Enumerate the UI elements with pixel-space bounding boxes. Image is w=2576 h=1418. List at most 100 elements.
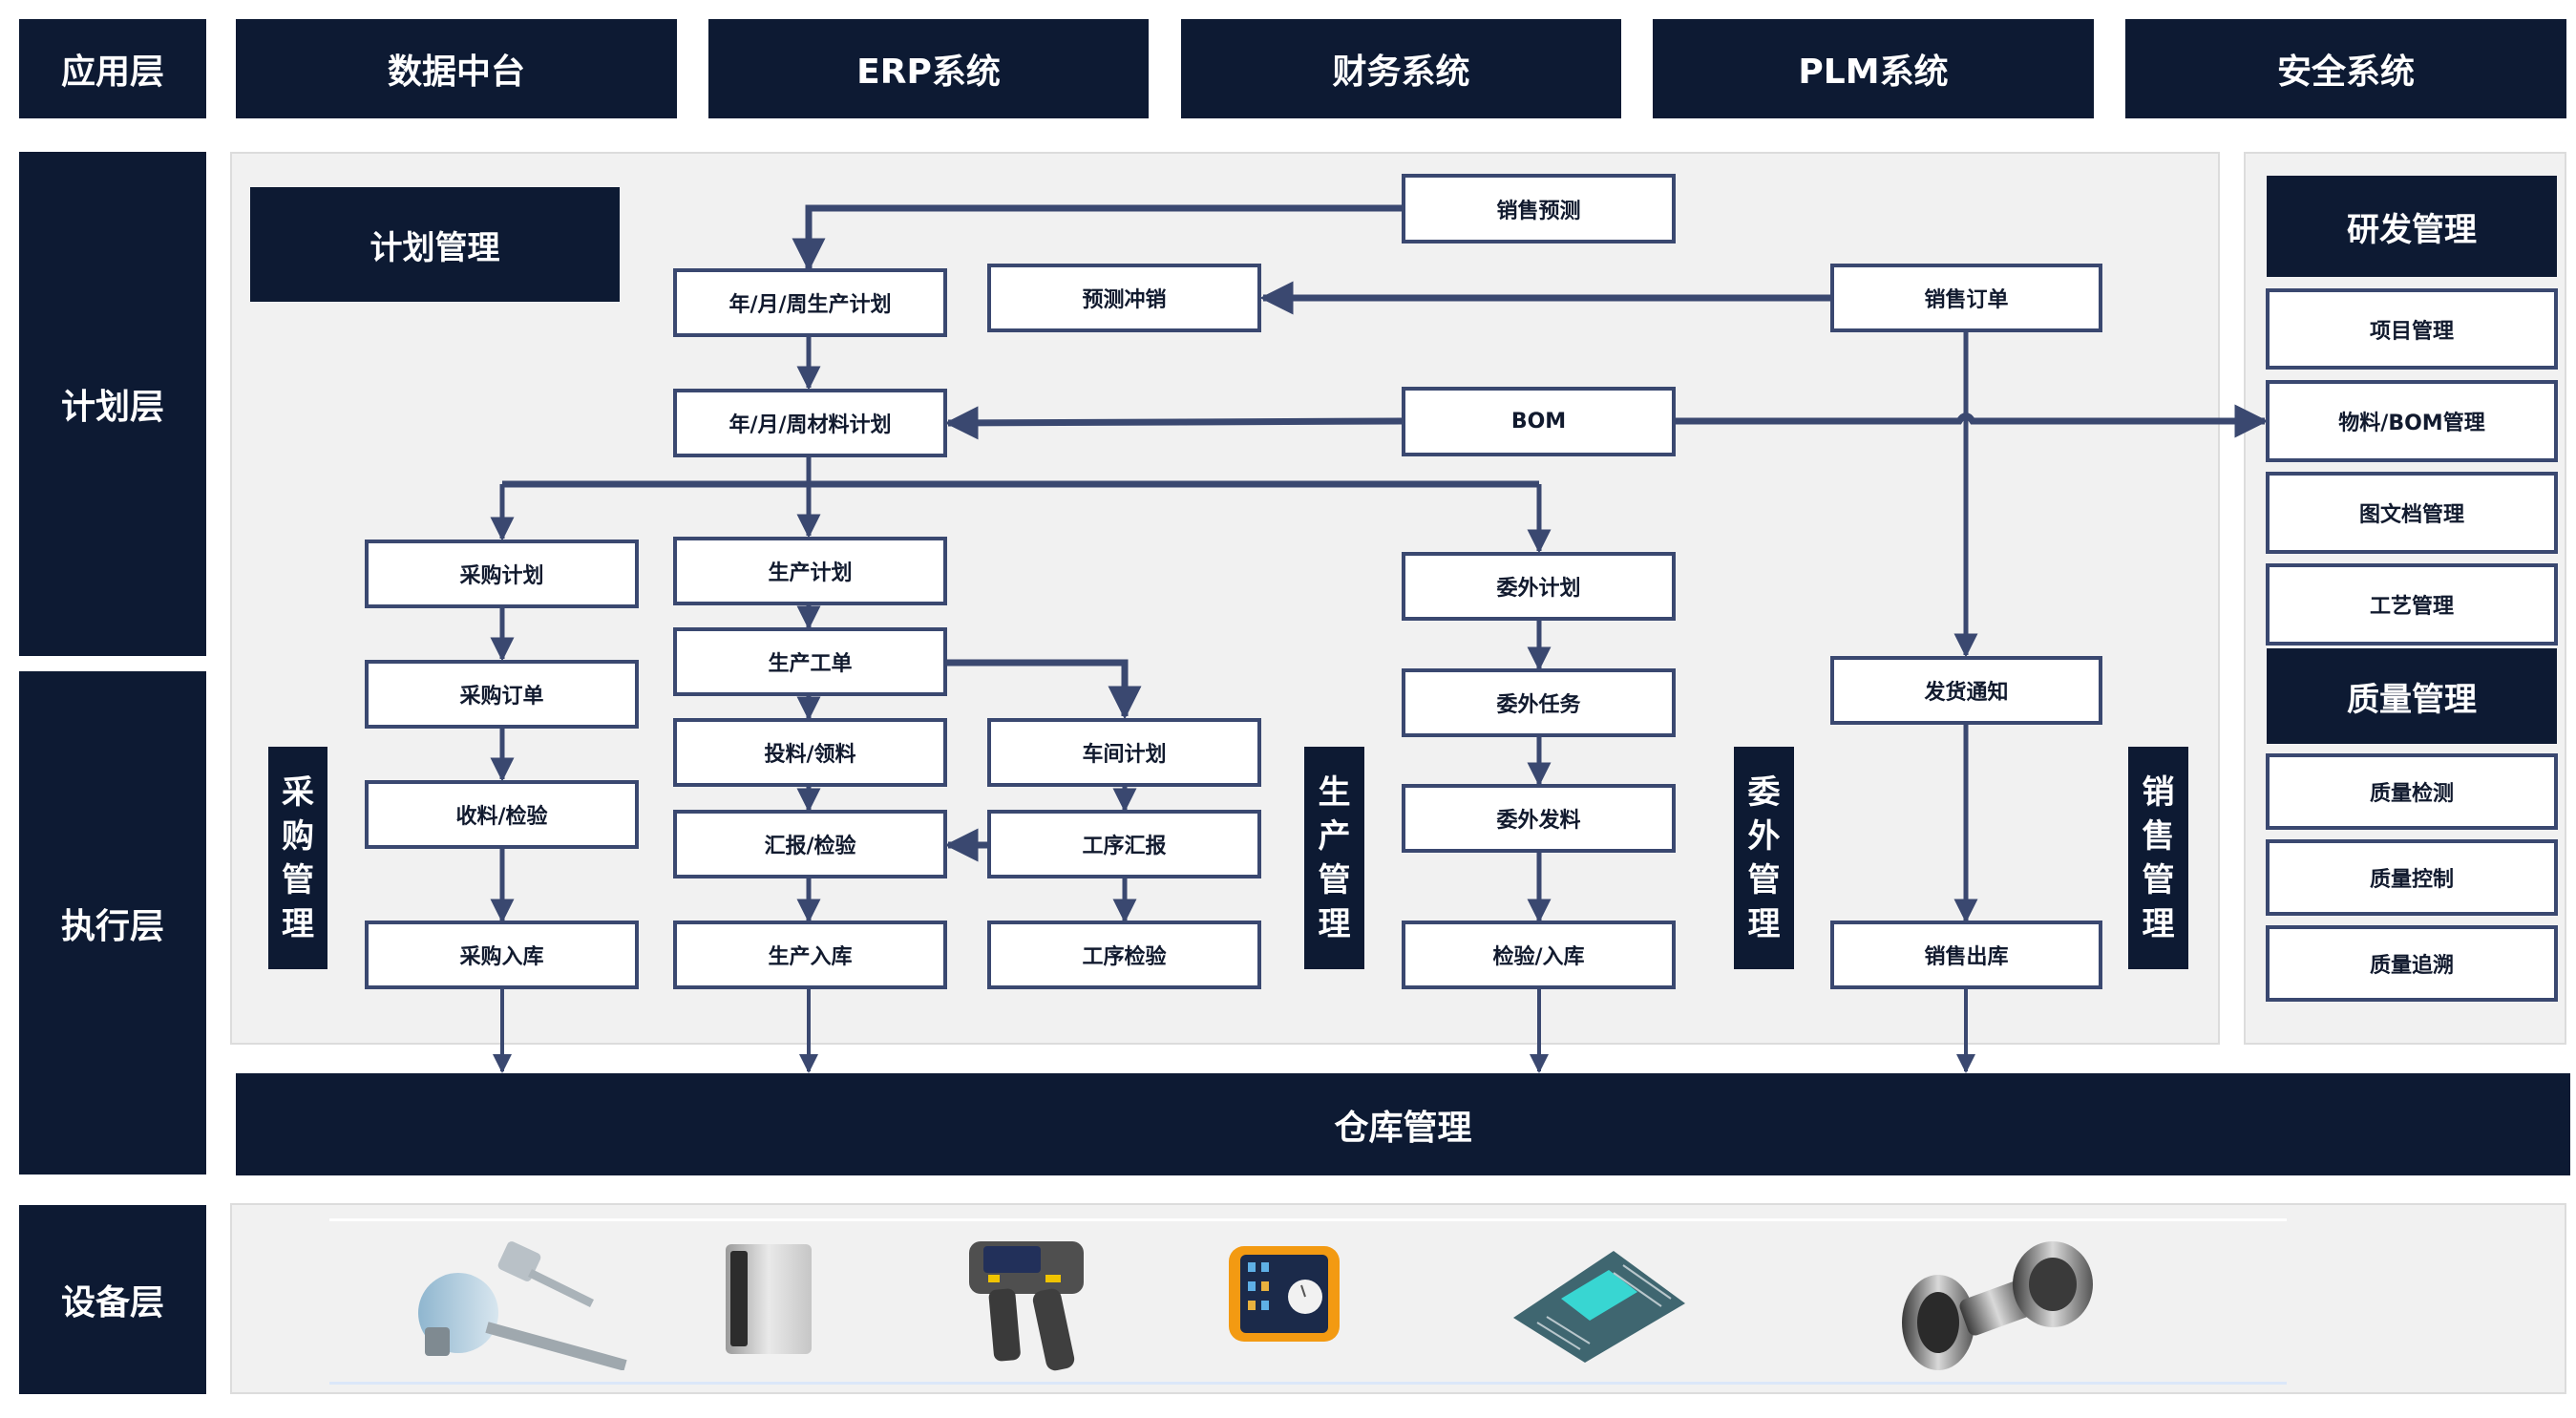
layer-device: 设备层 bbox=[19, 1205, 206, 1394]
node-sales-outbound[interactable]: 销售出库 bbox=[1830, 921, 2102, 989]
node-outsource-inspection-warehousing[interactable]: 检验/入库 bbox=[1402, 921, 1676, 989]
system-label: 数据中台 bbox=[387, 53, 525, 92]
node-label: 销售预测 bbox=[1496, 199, 1581, 223]
node-bom[interactable]: BOM bbox=[1402, 387, 1676, 456]
system-security[interactable]: 安全系统 bbox=[2125, 19, 2566, 118]
node-label: 预测冲销 bbox=[1082, 288, 1167, 312]
vlabel-char: 理 bbox=[282, 904, 314, 943]
node-delivery-notice[interactable]: 发货通知 bbox=[1830, 656, 2102, 725]
node-label: 工艺管理 bbox=[2369, 595, 2454, 619]
vlabel-char: 管 bbox=[1318, 860, 1351, 899]
quality-header-label: 质量管理 bbox=[2347, 680, 2477, 719]
system-erp[interactable]: ERP系统 bbox=[708, 19, 1149, 118]
system-label: 安全系统 bbox=[2276, 53, 2415, 92]
node-yearly-production-plan[interactable]: 年/月/周生产计划 bbox=[673, 268, 947, 337]
system-label: ERP系统 bbox=[856, 53, 1001, 92]
node-label: 销售订单 bbox=[1924, 288, 2009, 312]
system-finance[interactable]: 财务系统 bbox=[1181, 19, 1621, 118]
node-label: 质量检测 bbox=[2369, 782, 2454, 806]
vlabel-char: 理 bbox=[1318, 904, 1351, 943]
system-data-platform[interactable]: 数据中台 bbox=[236, 19, 677, 118]
node-work-order[interactable]: 生产工单 bbox=[673, 627, 947, 696]
node-outsource-task[interactable]: 委外任务 bbox=[1402, 668, 1676, 737]
node-outsource-material[interactable]: 委外发料 bbox=[1402, 784, 1676, 853]
node-label: 委外计划 bbox=[1496, 577, 1581, 601]
layer-execution: 执行层 bbox=[19, 671, 206, 1175]
vlabel-char: 理 bbox=[1747, 904, 1781, 943]
vlabel-char: 委 bbox=[1747, 772, 1781, 812]
vlabel-char: 外 bbox=[1747, 816, 1781, 856]
node-label: 采购计划 bbox=[459, 564, 544, 588]
node-label: 工序检验 bbox=[1082, 945, 1167, 969]
vlabel-char: 售 bbox=[2142, 816, 2175, 856]
rugged-tablet-icon bbox=[1227, 1241, 1341, 1346]
node-label: 质量控制 bbox=[2369, 868, 2454, 892]
node-workshop-plan[interactable]: 车间计划 bbox=[987, 718, 1261, 787]
label-purchase-management: 采 购 管 理 bbox=[268, 747, 327, 969]
rd-item-documents[interactable]: 图文档管理 bbox=[2266, 472, 2558, 554]
node-material-issue[interactable]: 投料/领料 bbox=[673, 718, 947, 787]
node-production-plan[interactable]: 生产计划 bbox=[673, 537, 947, 605]
planning-header: 计划管理 bbox=[250, 187, 620, 302]
handheld-scanner-icon bbox=[964, 1237, 1088, 1375]
node-label: 生产工单 bbox=[768, 652, 853, 676]
node-label: 年/月/周材料计划 bbox=[728, 413, 892, 437]
vlabel-char: 生 bbox=[1318, 772, 1351, 812]
temperature-sensor-icon bbox=[401, 1237, 640, 1370]
rd-item-material-bom[interactable]: 物料/BOM管理 bbox=[2266, 380, 2558, 462]
node-label: 年/月/周生产计划 bbox=[728, 293, 892, 317]
node-label: 委外发料 bbox=[1496, 809, 1581, 833]
label-production-management: 生 产 管 理 bbox=[1304, 747, 1364, 969]
node-purchase-plan[interactable]: 采购计划 bbox=[365, 540, 639, 608]
node-label: 采购订单 bbox=[459, 685, 544, 709]
node-label: 采购入库 bbox=[459, 945, 544, 969]
node-label: 生产计划 bbox=[768, 561, 853, 585]
circuit-board-icon bbox=[1509, 1246, 1690, 1365]
node-production-warehousing[interactable]: 生产入库 bbox=[673, 921, 947, 989]
node-forecast-offset[interactable]: 预测冲销 bbox=[987, 264, 1261, 332]
quality-item-control[interactable]: 质量控制 bbox=[2266, 839, 2558, 916]
node-outsource-plan[interactable]: 委外计划 bbox=[1402, 552, 1676, 621]
node-receiving-inspection[interactable]: 收料/检验 bbox=[365, 780, 639, 849]
node-label: 图文档管理 bbox=[2358, 503, 2464, 527]
quality-item-traceability[interactable]: 质量追溯 bbox=[2266, 925, 2558, 1002]
planning-header-label: 计划管理 bbox=[370, 228, 500, 267]
node-label: 汇报/检验 bbox=[764, 835, 856, 858]
vlabel-char: 管 bbox=[2142, 860, 2175, 899]
vlabel-char: 产 bbox=[1318, 816, 1351, 856]
node-label: 检验/入库 bbox=[1492, 945, 1585, 969]
system-label: 财务系统 bbox=[1332, 53, 1470, 92]
node-label: 收料/检验 bbox=[455, 805, 548, 829]
quality-header: 质量管理 bbox=[2267, 648, 2557, 744]
rd-header-label: 研发管理 bbox=[2347, 210, 2477, 249]
warehouse-label: 仓库管理 bbox=[1334, 1108, 1472, 1148]
rd-header: 研发管理 bbox=[2267, 176, 2557, 277]
system-plm[interactable]: PLM系统 bbox=[1653, 19, 2094, 118]
node-label: 委外任务 bbox=[1496, 693, 1581, 717]
node-process-report[interactable]: 工序汇报 bbox=[987, 810, 1261, 878]
layer-device-label: 设备层 bbox=[60, 1283, 164, 1323]
node-label: 工序汇报 bbox=[1082, 835, 1167, 858]
node-material-plan[interactable]: 年/月/周材料计划 bbox=[673, 389, 947, 457]
quality-item-inspection[interactable]: 质量检测 bbox=[2266, 753, 2558, 830]
node-purchase-order[interactable]: 采购订单 bbox=[365, 660, 639, 729]
rfid-reader-icon bbox=[721, 1239, 816, 1359]
layer-planning-label: 计划层 bbox=[60, 388, 164, 427]
node-label: 生产入库 bbox=[768, 945, 853, 969]
node-sales-order[interactable]: 销售订单 bbox=[1830, 264, 2102, 332]
node-label: 发货通知 bbox=[1924, 681, 2009, 705]
layer-application: 应用层 bbox=[19, 19, 206, 118]
node-label: 质量追溯 bbox=[2369, 954, 2454, 978]
vlabel-char: 采 bbox=[282, 772, 314, 812]
label-outsourcing-management: 委 外 管 理 bbox=[1734, 747, 1794, 969]
node-sales-forecast[interactable]: 销售预测 bbox=[1402, 174, 1676, 243]
warehouse-management-bar[interactable]: 仓库管理 bbox=[236, 1073, 2570, 1175]
vlabel-char: 销 bbox=[2142, 772, 2175, 812]
node-purchase-warehousing[interactable]: 采购入库 bbox=[365, 921, 639, 989]
label-sales-management: 销 售 管 理 bbox=[2128, 747, 2188, 969]
node-process-inspection[interactable]: 工序检验 bbox=[987, 921, 1261, 989]
node-report-inspection[interactable]: 汇报/检验 bbox=[673, 810, 947, 878]
rd-item-project[interactable]: 项目管理 bbox=[2266, 288, 2558, 370]
system-label: PLM系统 bbox=[1798, 53, 1949, 92]
rd-item-process[interactable]: 工艺管理 bbox=[2266, 563, 2558, 646]
